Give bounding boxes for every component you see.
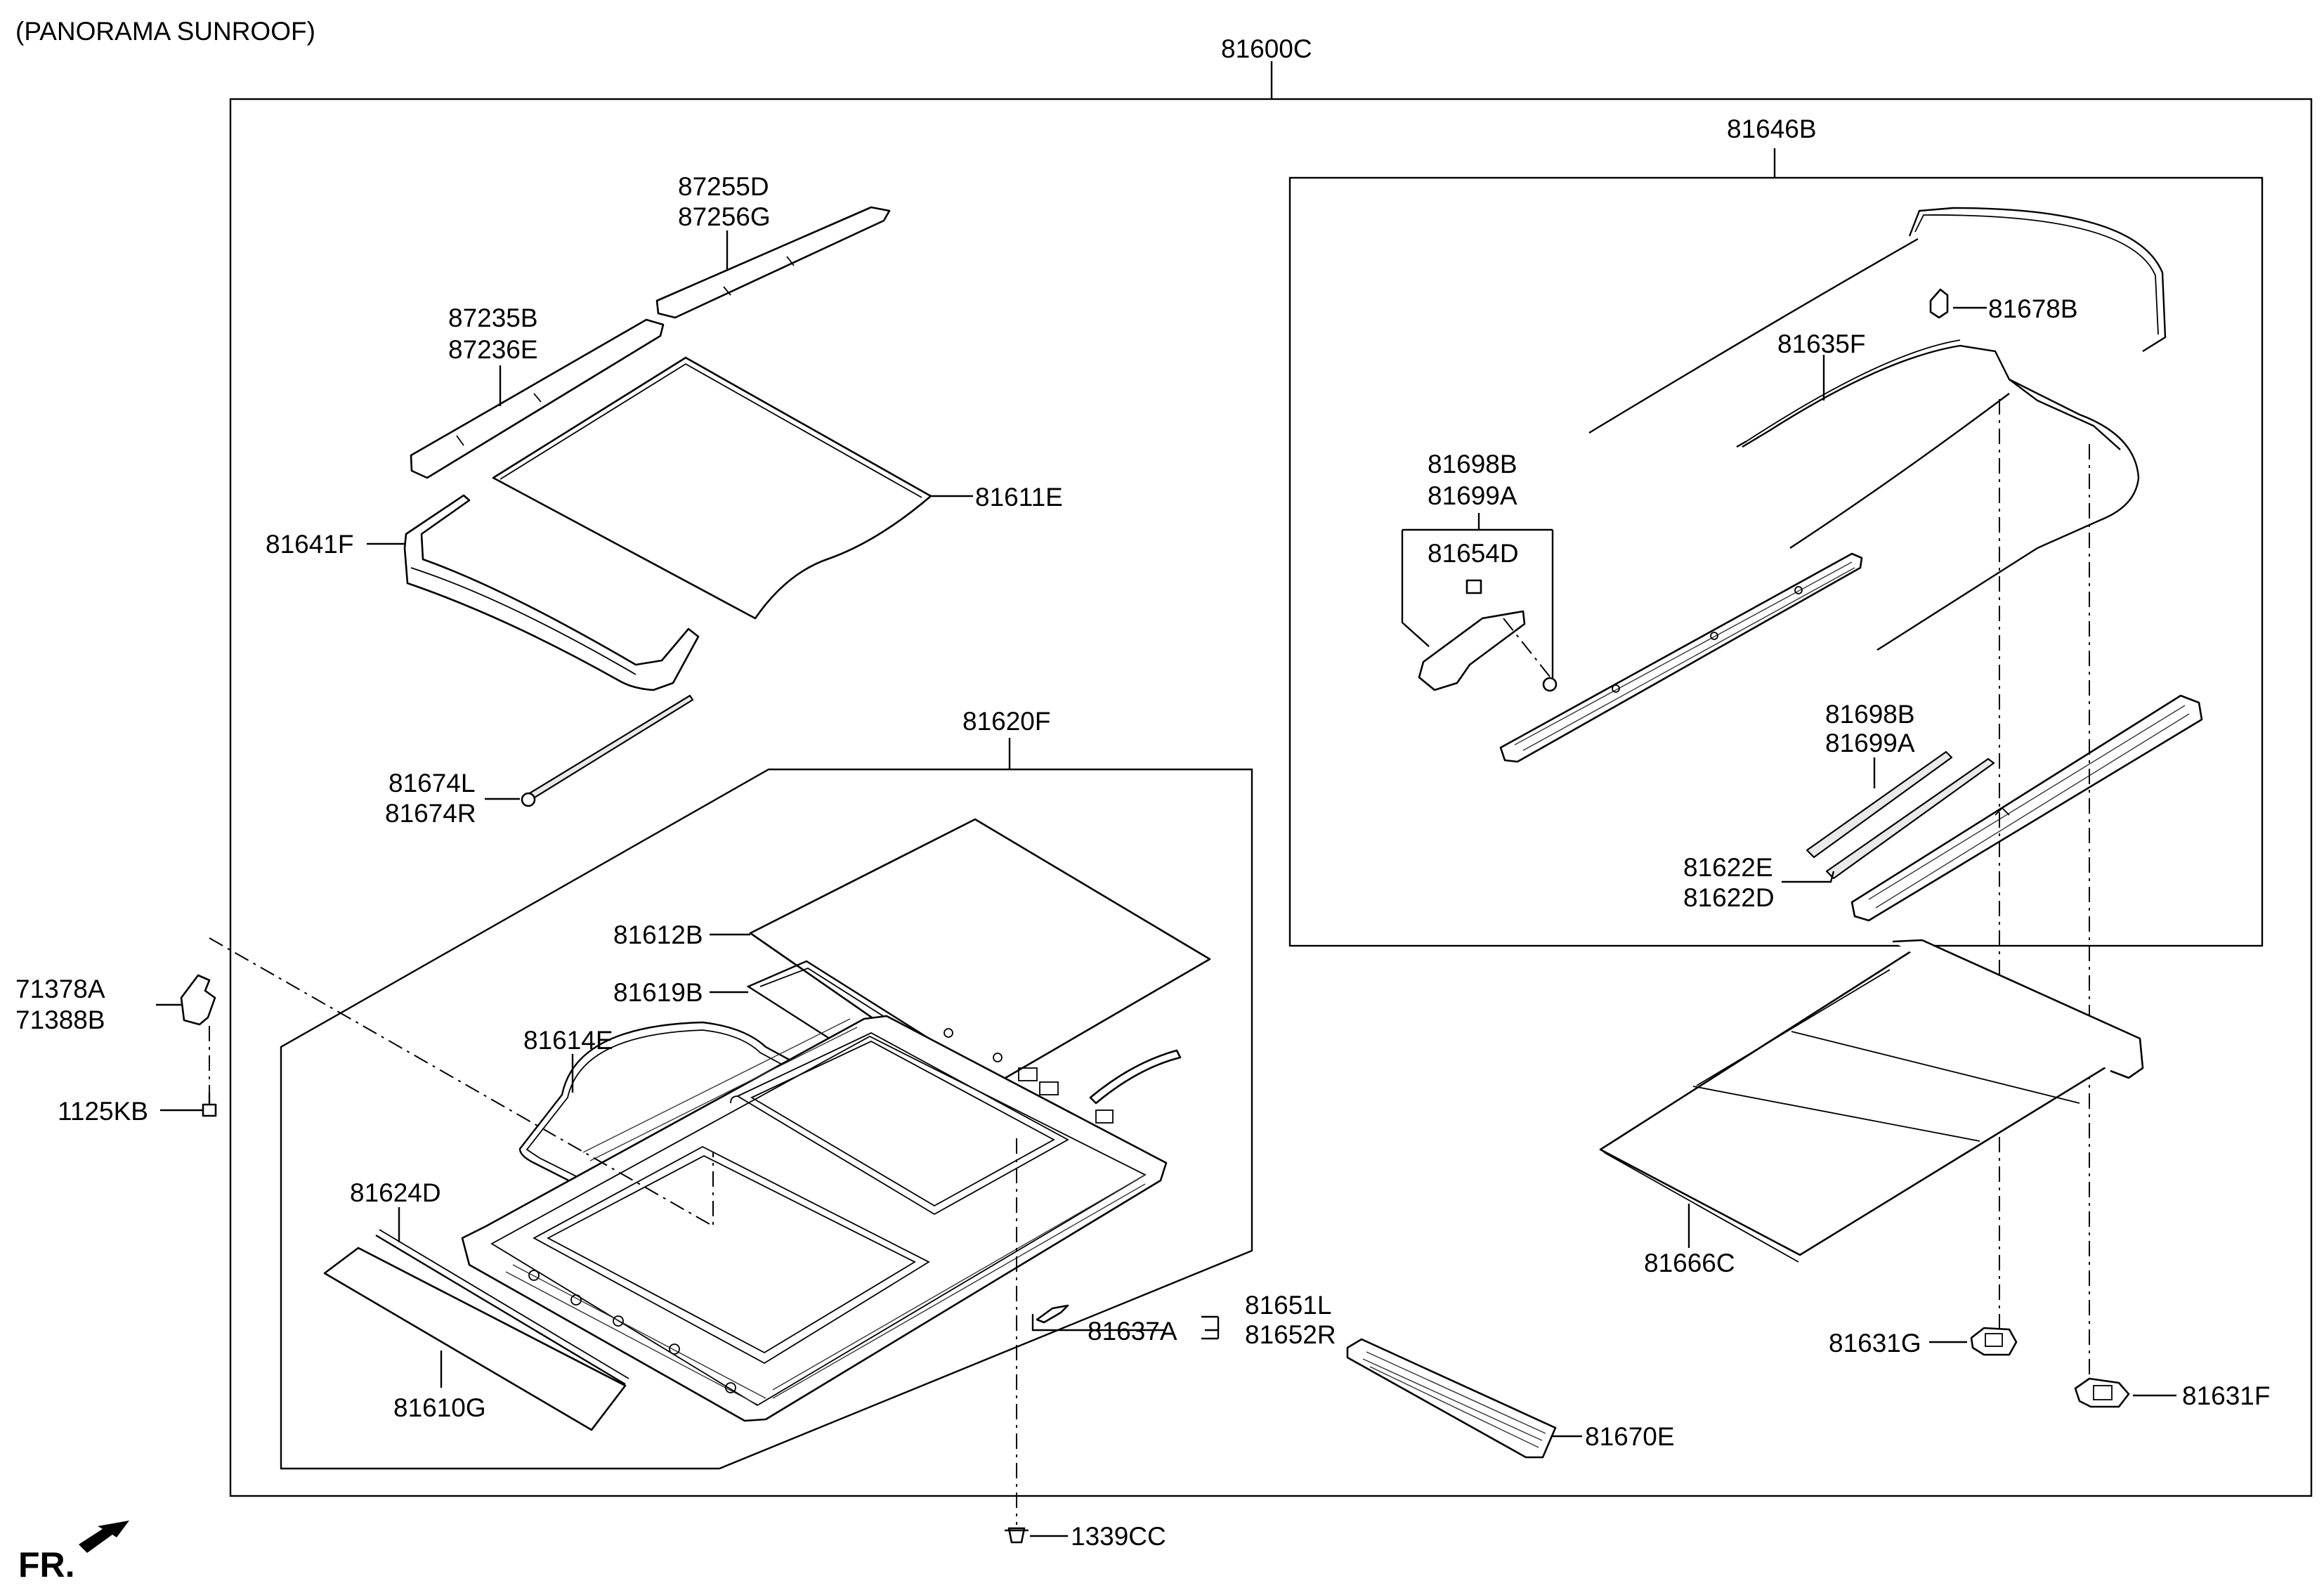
rear-cover-81670e — [1346, 1338, 1557, 1459]
sunshade-81666c — [1599, 950, 2136, 1256]
roof-molding-87235b — [410, 318, 665, 479]
label-81698b-b: 81698B — [1825, 700, 1915, 729]
label-81699a-a: 81699A — [1428, 481, 1517, 510]
label-1339cc: 1339CC — [1071, 1522, 1166, 1551]
motor-81631f — [2074, 1377, 2130, 1408]
label-81670e: 81670E — [1585, 1422, 1675, 1451]
drain-strip-81674l — [527, 694, 694, 801]
sunroof-frame-panel — [461, 1015, 1168, 1422]
guide-rail-right — [1850, 694, 2203, 922]
label-81646b: 81646B — [1727, 115, 1817, 143]
label-81637a: 81637A — [1088, 1317, 1177, 1346]
label-87235b: 87235B — [448, 304, 538, 332]
assembly-box-81646b — [1288, 176, 2264, 947]
label-81674l: 81674L — [389, 769, 475, 798]
front-direction-label: FR. — [18, 1545, 75, 1584]
strip-81624d — [375, 1234, 626, 1386]
bolt-1125kb — [202, 1093, 217, 1117]
label-81624d: 81624D — [350, 1178, 441, 1207]
clip-1339cc — [1005, 1527, 1029, 1544]
label-81652r: 81652R — [1245, 1320, 1336, 1349]
front-arrow-icon — [79, 1521, 129, 1553]
label-81651l: 81651L — [1245, 1291, 1331, 1320]
label-71388b: 71388B — [15, 1005, 105, 1034]
seal-strip-81698b — [1806, 750, 1953, 859]
roof-molding-87255d — [655, 206, 891, 319]
label-81614e: 81614E — [523, 1026, 613, 1055]
motor-81631g — [1970, 1327, 2018, 1356]
label-81622e: 81622E — [1683, 853, 1773, 882]
lower-seal-81610g — [323, 1247, 627, 1431]
label-81666c: 81666C — [1644, 1249, 1735, 1277]
label-81631g: 81631G — [1829, 1329, 1921, 1358]
label-81674r: 81674R — [385, 799, 476, 828]
label-87236e: 87236E — [448, 335, 538, 364]
deflector-frame-81641f — [403, 494, 700, 691]
label-81620f: 81620F — [962, 707, 1051, 736]
label-87256g: 87256G — [678, 202, 771, 231]
drive-cable-81635f — [1742, 344, 2121, 450]
label-81611e: 81611E — [975, 483, 1063, 512]
label-81631f: 81631F — [2182, 1381, 2271, 1410]
bracket-71378a — [180, 974, 216, 1026]
clip-81678b — [1929, 288, 1949, 319]
label-81641f: 81641F — [266, 530, 354, 559]
clip-81637a — [1036, 1304, 1069, 1324]
link-bracket-81654d — [1418, 610, 1526, 691]
label-81635f: 81635F — [1777, 330, 1866, 358]
label-81654d: 81654D — [1428, 539, 1519, 568]
label-81698b-a: 81698B — [1428, 450, 1517, 479]
label-1125kb: 1125KB — [58, 1097, 148, 1126]
glass-panel-81611e — [492, 356, 932, 620]
cable-guide-rail — [1908, 207, 2167, 353]
label-81678b: 81678B — [1988, 294, 2078, 323]
assembly-box-81620f — [280, 768, 1253, 1470]
label-81619b: 81619B — [613, 978, 703, 1007]
label-81610g: 81610G — [393, 1393, 486, 1422]
guide-rail-left — [1499, 552, 1863, 763]
label-81699a-b: 81699A — [1825, 729, 1915, 757]
label-81600c: 81600C — [1221, 34, 1312, 63]
label-81612b: 81612B — [613, 920, 703, 949]
label-87255d: 87255D — [678, 172, 769, 201]
label-81622d: 81622D — [1683, 883, 1775, 912]
label-71378a: 71378A — [15, 975, 105, 1003]
diagram-title: (PANORAMA SUNROOF) — [15, 17, 315, 46]
